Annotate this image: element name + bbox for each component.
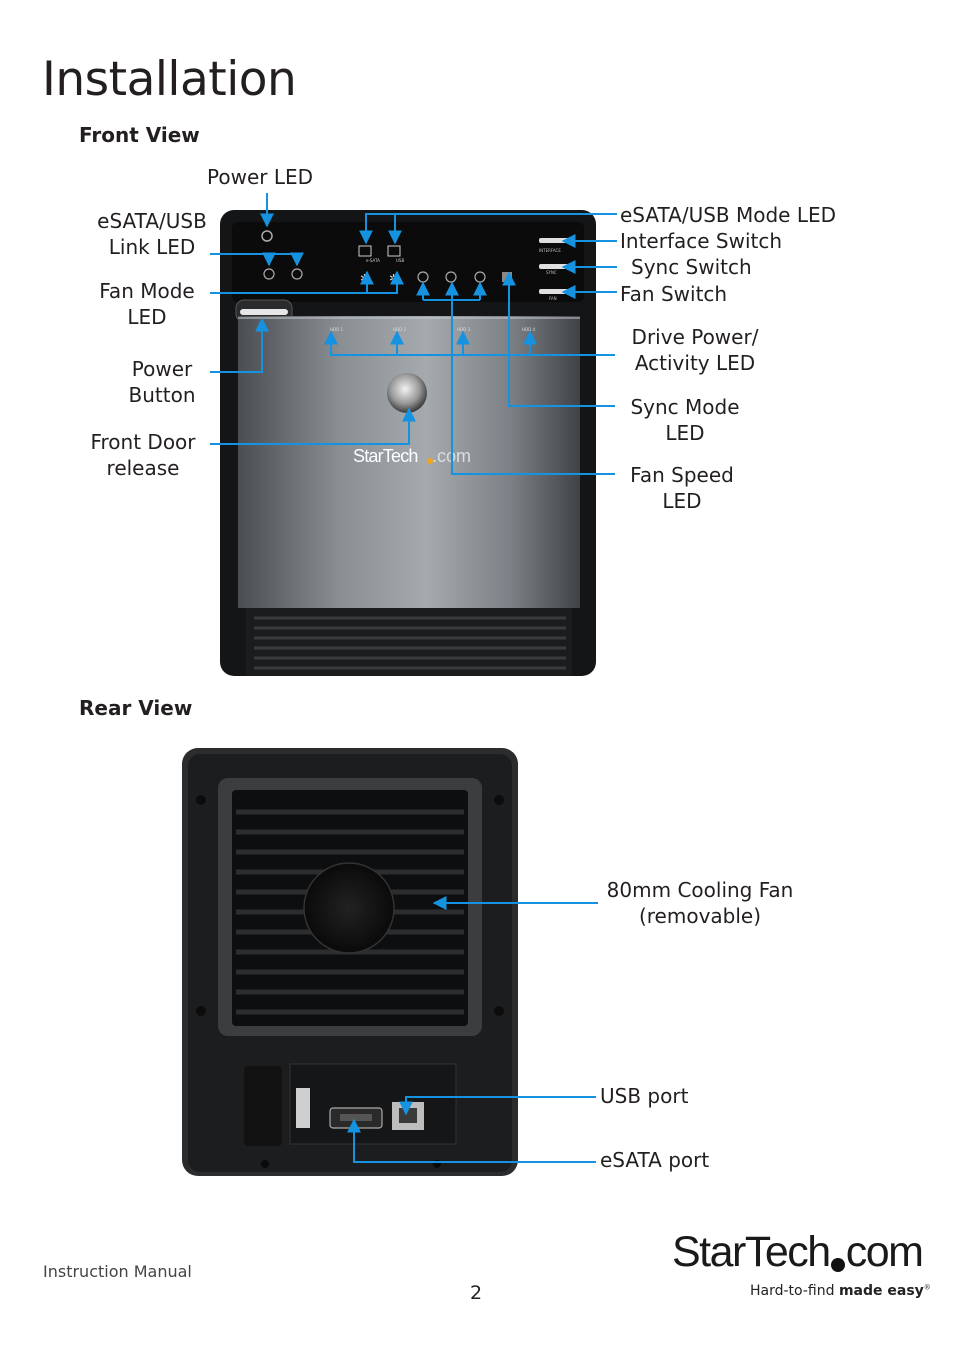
interface-switch-label: INTERFACE — [539, 248, 561, 253]
callout-sync-mode-led — [502, 271, 615, 407]
callout-power-button — [210, 317, 269, 373]
label-sync-mode-line2: LED — [665, 421, 705, 445]
usb-port-label: USB — [396, 258, 404, 263]
label-power-button-line2: Button — [128, 383, 196, 407]
label-drive-led-line2: Activity LED — [634, 351, 756, 375]
callout-esata-port — [347, 1118, 596, 1163]
esata-mode-icon — [358, 245, 372, 257]
label-drive-led: Drive Power/ Activity LED — [620, 324, 770, 376]
label-fan-mode-line2: LED — [127, 305, 167, 329]
link-led-1-icon — [263, 268, 275, 280]
label-usb-port: USB port — [600, 1084, 689, 1108]
power-button[interactable] — [240, 309, 288, 315]
front-door-release-knob[interactable] — [387, 373, 427, 413]
power-led-icon — [261, 230, 273, 242]
label-cooling-fan-line1: 80mm Cooling Fan — [606, 878, 794, 902]
label-front-door-line1: Front Door — [90, 430, 196, 454]
callout-fan-mode-led — [210, 270, 404, 294]
footer-manual-label: Instruction Manual — [43, 1262, 192, 1281]
brand-suffix: com — [845, 1228, 924, 1276]
tagline-mark: ® — [923, 1283, 931, 1292]
fan-switch-label: FAN — [549, 296, 557, 301]
cooling-fan-hub — [303, 862, 395, 954]
front-door — [238, 316, 580, 608]
esata-port-label: e-SATA — [366, 258, 380, 263]
callout-drive-led — [324, 330, 615, 356]
brand-dot-icon — [830, 1258, 845, 1272]
label-drive-led-line1: Drive Power/ — [631, 325, 759, 349]
link-led-2-icon — [291, 268, 303, 280]
device-logo: StarTech — [353, 446, 418, 466]
hdd-1-label: HDD 1 — [330, 327, 343, 332]
callout-front-door — [210, 407, 416, 445]
label-front-door: Front Door release — [82, 429, 204, 481]
hdd-4-label: HDD 4 — [522, 327, 535, 332]
rear-port-panel — [289, 1063, 457, 1145]
label-fan-switch: Fan Switch — [620, 282, 728, 306]
label-fan-mode-led: Fan Mode LED — [92, 278, 202, 330]
tagline-regular: Hard-to-find — [750, 1283, 839, 1299]
sync-switch-label: SYNC — [546, 270, 557, 275]
label-fan-speed-line1: Fan Speed — [630, 463, 734, 487]
label-interface-switch: Interface Switch — [620, 229, 783, 253]
page-title: Installation — [42, 52, 297, 107]
label-link-led-line2: Link LED — [108, 235, 196, 259]
tagline-bold: made easy — [838, 1283, 924, 1299]
label-link-led: eSATA/USB Link LED — [92, 208, 212, 260]
rear-view-heading: Rear View — [79, 696, 193, 720]
label-front-door-line2: release — [106, 456, 180, 480]
callout-fan-speed-led — [445, 281, 615, 475]
callout-mode-led — [359, 213, 617, 245]
label-fan-speed-led: Fan Speed LED — [620, 462, 744, 514]
label-fan-speed-line2: LED — [662, 489, 702, 513]
label-power-button-line1: Power — [131, 357, 193, 381]
brand-name: StarTech — [672, 1228, 831, 1276]
label-cooling-fan: 80mm Cooling Fan (removable) — [600, 877, 800, 929]
brand-tagline: Hard-to-find made easy® — [750, 1283, 931, 1299]
label-sync-mode-line1: Sync Mode — [630, 395, 740, 419]
front-view-heading: Front View — [79, 123, 200, 147]
hdd-2-label: HDD 2 — [393, 327, 406, 332]
page-number: 2 — [470, 1282, 483, 1304]
brand-logo: StarTech com — [672, 1228, 924, 1277]
label-esata-port: eSATA port — [600, 1148, 710, 1172]
label-power-led: Power LED — [207, 165, 314, 189]
usb-mode-icon — [387, 245, 401, 257]
callout-usb-port — [399, 1096, 596, 1116]
callout-link-led — [210, 252, 304, 267]
label-fan-mode-line1: Fan Mode — [99, 279, 195, 303]
label-sync-switch: Sync Switch — [631, 255, 752, 279]
label-power-button: Power Button — [112, 356, 212, 408]
hdd-3-label: HDD 3 — [457, 327, 470, 332]
label-cooling-fan-line2: (removable) — [638, 904, 762, 928]
label-mode-led: eSATA/USB Mode LED — [620, 203, 837, 227]
label-link-led-line1: eSATA/USB — [97, 209, 207, 233]
label-sync-mode-led: Sync Mode LED — [620, 394, 750, 446]
